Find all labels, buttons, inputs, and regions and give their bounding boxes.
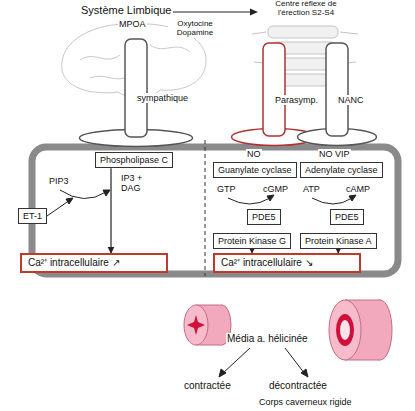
leader-arrows bbox=[219, 348, 308, 377]
label-text: MPOA bbox=[118, 19, 147, 29]
label-text: Média a. hélicinée bbox=[226, 333, 309, 344]
nerve-fiber: NANC bbox=[296, 42, 378, 147]
ligand-box: ET-1 bbox=[18, 208, 47, 224]
enzyme-box: Guanylate cyclase bbox=[213, 162, 297, 178]
nerve-fiber: Parasymp. bbox=[230, 42, 318, 147]
top-arrow bbox=[172, 9, 258, 16]
enzyme-box: Adenylate cyclase bbox=[300, 162, 383, 178]
node-text: Protein Kinase G bbox=[218, 236, 286, 246]
label-text: NO bbox=[246, 149, 262, 159]
divider-dashed bbox=[205, 140, 206, 276]
calcium-box: Ca²⁺ intracellulaire ↗ bbox=[20, 253, 168, 273]
nerve-name: NANC bbox=[337, 95, 365, 105]
label-text: PIP3 bbox=[48, 176, 70, 186]
enzyme-box: PDE5 bbox=[247, 209, 281, 225]
enzyme-box: Phospholipase C bbox=[95, 152, 173, 168]
node-text: Ca²⁺ intracellulaire ↗ bbox=[28, 257, 120, 268]
nerve-stem bbox=[125, 39, 147, 137]
label-text: cGMP bbox=[262, 184, 289, 194]
node-text: Adenylate cyclase bbox=[305, 165, 378, 175]
artery-relaxed bbox=[329, 300, 392, 360]
kinase-box: Protein Kinase G bbox=[213, 233, 291, 249]
label-text: Oxytocine Dopamine bbox=[168, 20, 222, 38]
nerve-fiber: sympathique bbox=[78, 38, 194, 148]
label-text: IP3 + DAG bbox=[120, 173, 152, 193]
pathway-arrow bbox=[110, 168, 111, 253]
label-text: contractée bbox=[183, 380, 232, 391]
node-text: Guanylate cyclase bbox=[218, 165, 292, 175]
label-text: GTP bbox=[216, 184, 237, 194]
node-text: PDE5 bbox=[335, 212, 359, 222]
node-text: Protein Kinase A bbox=[305, 236, 372, 246]
label-text: Système Limbique bbox=[80, 4, 173, 16]
label-text: Corps caverneux rigide bbox=[258, 397, 353, 407]
node-text: ET-1 bbox=[23, 211, 42, 221]
node-text: PDE5 bbox=[252, 212, 276, 222]
label-text: NO VIP bbox=[318, 149, 351, 159]
label-text: ATP bbox=[302, 184, 321, 194]
enzyme-box: PDE5 bbox=[330, 209, 364, 225]
label-text: Centre réflexe de l'érection S2-S4 bbox=[260, 0, 352, 18]
label-text: cAMP bbox=[345, 184, 371, 194]
nerve-name: sympathique bbox=[136, 93, 189, 103]
node-text: Phospholipase C bbox=[100, 155, 168, 165]
nerve-name: Parasymp. bbox=[274, 95, 319, 105]
node-text: Ca²⁺ intracellulaire ↘ bbox=[221, 257, 313, 268]
artery-contracted bbox=[184, 305, 231, 345]
nerve-stem bbox=[263, 43, 285, 136]
kinase-box: Protein Kinase A bbox=[300, 233, 377, 249]
calcium-box: Ca²⁺ intracellulaire ↘ bbox=[213, 253, 361, 273]
nerve-stem bbox=[326, 43, 348, 136]
label-text: décontractée bbox=[268, 380, 328, 391]
